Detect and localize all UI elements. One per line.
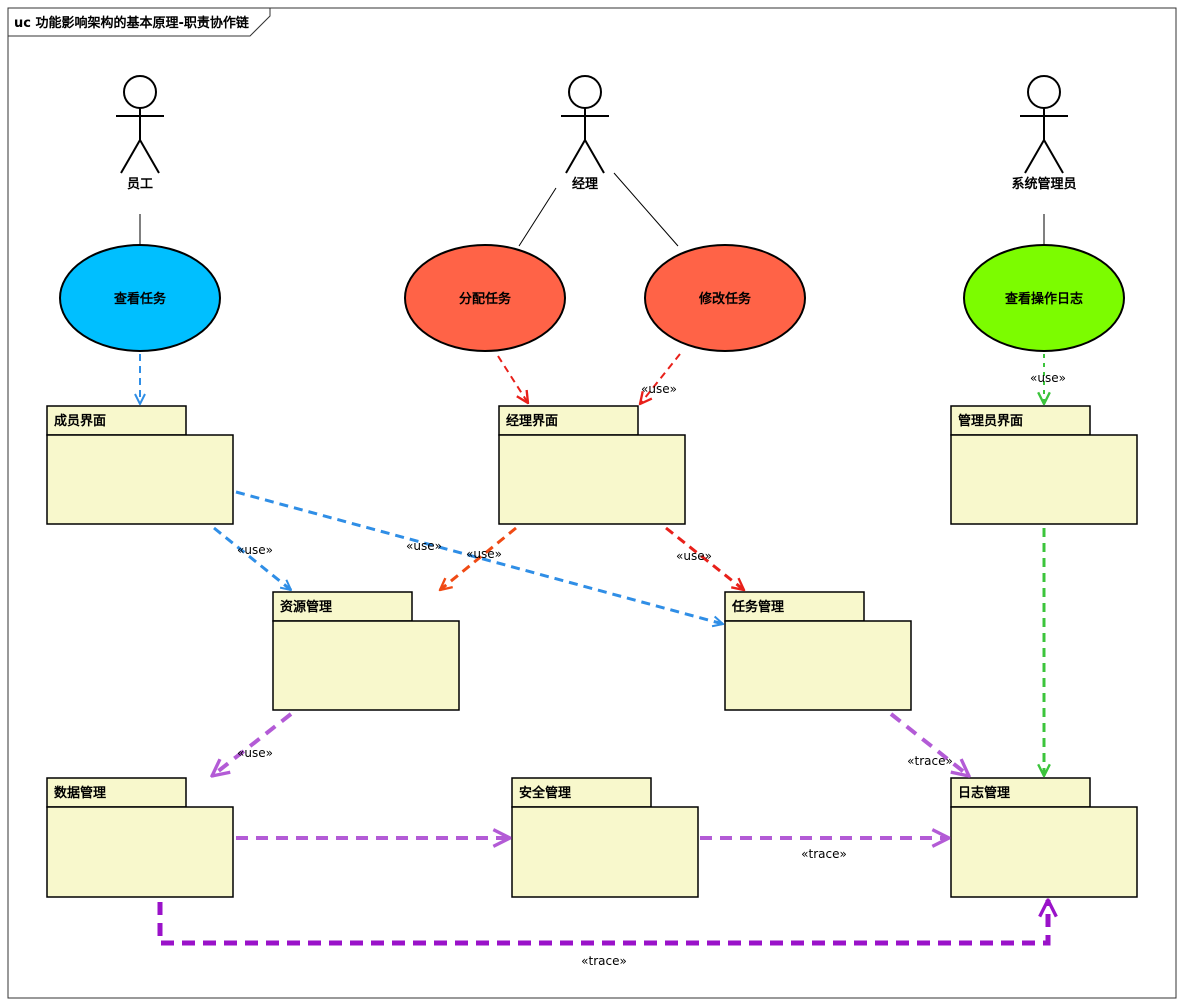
actor-employee[interactable]: 员工: [116, 75, 164, 192]
usecase-label: 修改任务: [698, 291, 752, 307]
package-data-mgmt[interactable]: 数据管理: [46, 777, 234, 898]
dep-manager-ui-task-mgmt: [665, 526, 744, 590]
dep-task-mgmt-log-mgmt: [889, 712, 969, 776]
package-label: 管理员界面: [958, 413, 1023, 429]
dep-assign-task-manager-ui: [497, 355, 528, 403]
stereotype-label: «use»: [676, 549, 712, 563]
usecase-label: 分配任务: [459, 291, 512, 307]
package-security-mgmt[interactable]: 安全管理: [511, 777, 699, 898]
package-admin-ui[interactable]: 管理员界面: [950, 405, 1138, 525]
actor-label-employee: 员工: [127, 177, 153, 192]
usecase-view-task[interactable]: 查看任务: [59, 244, 221, 352]
dep-data-mgmt-log-mgmt: [157, 900, 1048, 946]
package-member-ui[interactable]: 成员界面: [46, 405, 234, 525]
package-label: 日志管理: [958, 785, 1010, 801]
frame-title: uc 功能影响架构的基本原理-职责协作链: [14, 15, 250, 31]
usecase-modify-task[interactable]: 修改任务: [644, 244, 806, 352]
assoc-manager-modify-task: [613, 172, 679, 247]
stereotype-label: «use»: [406, 539, 442, 553]
actor-admin[interactable]: 系统管理员: [1011, 75, 1077, 192]
stereotype-label: «trace»: [581, 954, 627, 968]
stereotype-label: «use»: [466, 547, 502, 561]
actor-manager[interactable]: 经理: [561, 75, 609, 192]
usecase-label: 查看任务: [113, 291, 167, 307]
dep-resource-mgmt-data-mgmt: [212, 712, 293, 776]
usecase-label: 查看操作日志: [1004, 291, 1083, 307]
stereotype-label: «use»: [1030, 371, 1066, 385]
actor-label-admin: 系统管理员: [1011, 176, 1076, 192]
usecase-view-log[interactable]: 查看操作日志: [963, 244, 1125, 352]
package-label: 数据管理: [54, 785, 106, 801]
dep-member-ui-resource-mgmt: [213, 526, 291, 590]
associations: [139, 172, 1045, 247]
stereotype-label: «use»: [641, 382, 677, 396]
dep-member-ui-task-mgmt: [235, 490, 723, 624]
stereotype-label: «use»: [237, 543, 273, 557]
dep-manager-ui-resource-mgmt: [440, 526, 517, 590]
stereotype-label: «trace»: [907, 754, 953, 768]
package-task-mgmt[interactable]: 任务管理: [724, 591, 912, 711]
usecase-assign-task[interactable]: 分配任务: [404, 244, 566, 352]
package-resource-mgmt[interactable]: 资源管理: [272, 591, 460, 711]
package-label: 经理界面: [506, 413, 558, 429]
dep-modify-task-manager-ui: [640, 353, 681, 404]
assoc-manager-assign-task: [518, 187, 557, 247]
stereotype-label: «trace»: [801, 847, 847, 861]
package-label: 任务管理: [731, 599, 784, 615]
actor-label-manager: 经理: [572, 176, 598, 192]
stereotype-labels: «use» «use» «use» «use» «use» «use» «use…: [237, 371, 1066, 968]
dependencies: [140, 353, 1048, 946]
package-log-mgmt[interactable]: 日志管理: [950, 777, 1138, 898]
package-manager-ui[interactable]: 经理界面: [498, 405, 686, 525]
package-label: 成员界面: [54, 413, 106, 429]
package-label: 安全管理: [519, 785, 571, 801]
package-label: 资源管理: [280, 599, 332, 615]
stereotype-label: «use»: [237, 746, 273, 760]
